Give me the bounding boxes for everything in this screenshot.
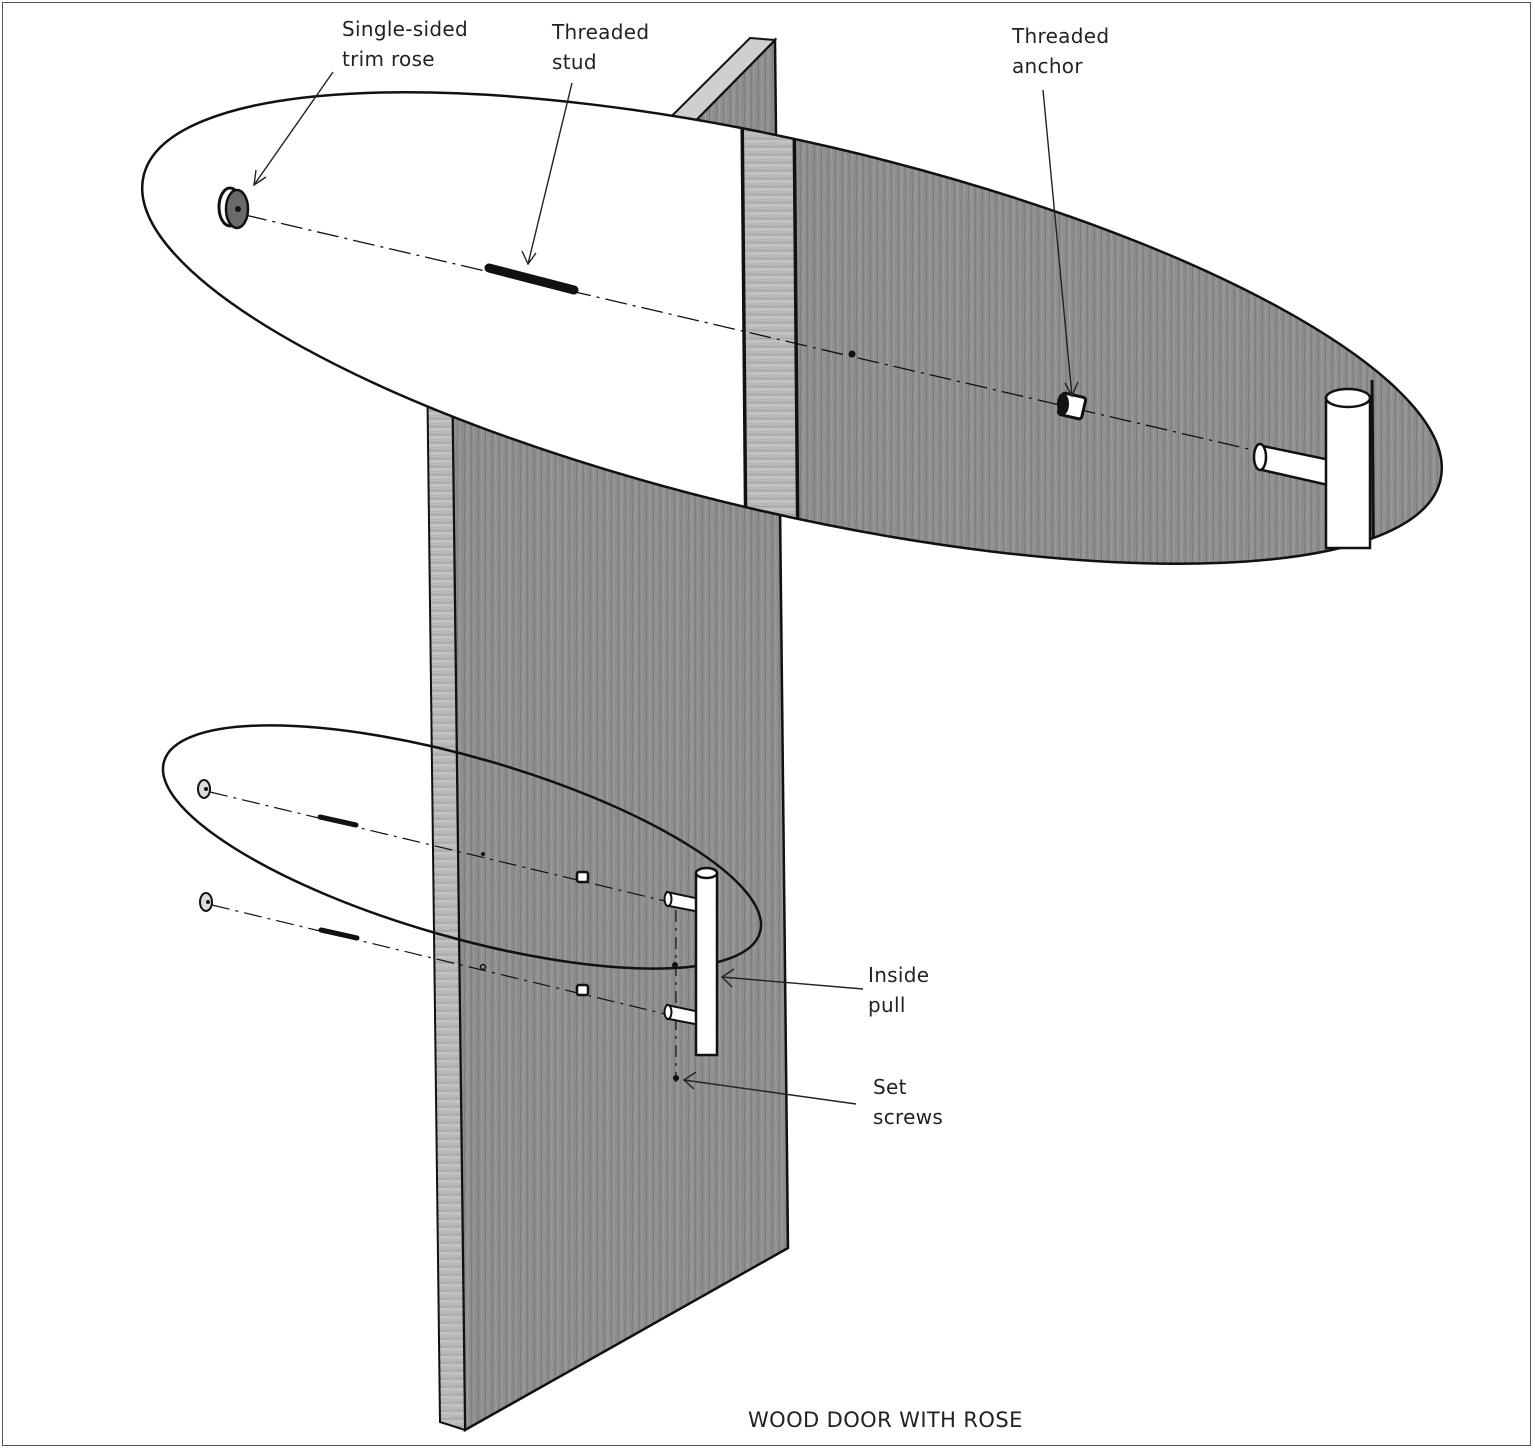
label-set-screws: Set screws: [873, 1075, 944, 1129]
label-inside-pull: Inside pull: [868, 963, 930, 1017]
diagram-caption: WOOD DOOR WITH ROSE: [748, 1408, 1023, 1432]
leader-lines: [253, 71, 1079, 1105]
inside-pull-part: [663, 866, 719, 1057]
detail-ellipse-top: [140, 80, 1483, 621]
label-trim-rose: Single-sided trim rose: [342, 17, 468, 71]
label-threaded-anchor: Threaded anchor: [1012, 24, 1110, 78]
pull-part-top: [1252, 387, 1372, 550]
threaded-stud-part: [484, 263, 579, 295]
trim-rose-part: [217, 186, 250, 230]
threaded-anchor-part: [1056, 391, 1088, 421]
label-threaded-stud: Threaded stud: [552, 20, 650, 74]
detail-ellipse-bottom: [161, 724, 763, 1082]
